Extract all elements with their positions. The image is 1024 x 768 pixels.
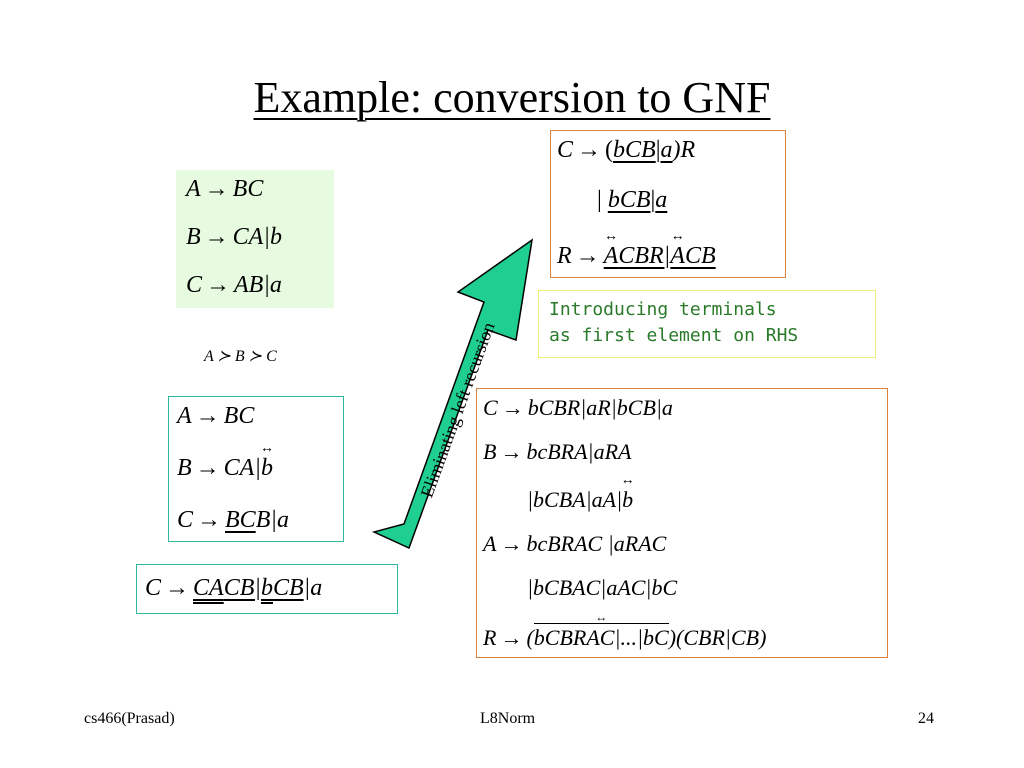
step1-line-2: B→CA|b — [177, 455, 273, 482]
lhs: C — [483, 395, 498, 420]
lhs: R — [557, 243, 572, 269]
underlined: bCB — [607, 187, 651, 213]
double-underlined: CA — [193, 575, 224, 601]
bar: | — [655, 137, 661, 163]
underlined: CBR| — [618, 243, 671, 269]
footer-left: cs466(Prasad) — [84, 710, 175, 727]
grammar-line-3: C→AB|a — [186, 272, 282, 299]
underlined: CB — [272, 575, 304, 601]
underlined: bCB — [613, 137, 656, 163]
note-line-2: as first element on RHS — [549, 325, 799, 346]
lhs: B — [177, 455, 192, 481]
rhs: BC — [232, 176, 264, 202]
paren: ( — [526, 625, 534, 650]
arrow-icon: → — [195, 403, 220, 429]
lhs: B — [186, 224, 201, 250]
reversed-terminal: b — [622, 487, 633, 513]
arrow-icon: → — [500, 439, 523, 464]
rhs: bCBR|aR|bCB|a — [527, 395, 673, 420]
underlined: CB| — [223, 575, 261, 601]
footer-center: L8Norm — [480, 710, 536, 727]
note-box: Introducing terminals as first element o… — [538, 290, 876, 358]
step1-line-3: C→BCB|a — [177, 507, 289, 534]
final-line-3: |bCBA|aA|b — [527, 487, 633, 513]
final-line-6: R→(bCBRAC|...|bC)(CBR|CB) — [483, 610, 767, 651]
arrow-icon: → — [165, 575, 190, 601]
step2-box: C→CACB|bCB|a — [136, 564, 398, 614]
arrow-icon: → — [204, 224, 229, 250]
arrow-icon: → — [500, 625, 523, 650]
rhs: CA|b — [232, 224, 282, 250]
bar: | — [597, 187, 602, 213]
slide-title: Example: conversion to GNF — [253, 73, 771, 122]
lhs: A — [177, 403, 192, 429]
final-box: C→bCBR|aR|bCB|a B→bcBRA|aRA |bCBA|aA|b A… — [476, 388, 888, 658]
arrow-icon: → — [575, 243, 600, 269]
rhs: AB|a — [234, 272, 282, 298]
reversed-nonterminal: A — [670, 243, 685, 270]
rhs: bcBRAC |aRAC — [526, 531, 667, 556]
arrow-icon: → — [195, 455, 220, 481]
rhs: BC — [223, 403, 255, 429]
rhs: )R — [672, 137, 696, 163]
step2-line: C→CACB|bCB|a — [145, 575, 322, 602]
recursion-line-3: R→ACBR|ACB — [557, 243, 716, 270]
overlined-group: bCBRAC|...|bC — [530, 610, 673, 651]
underlined: a — [655, 187, 668, 213]
grammar-line-2: B→CA|b — [186, 224, 282, 251]
final-line-2: B→bcBRA|aRA — [483, 439, 631, 465]
recursion-line-1: C→(bCB|a)R — [557, 137, 695, 164]
rhs: |a — [303, 575, 323, 601]
note-line-1: Introducing terminals — [549, 299, 777, 320]
lhs: R — [483, 625, 497, 650]
final-line-5: |bCBAC|aAC|bC — [527, 575, 677, 601]
rhs: bcBRA|aRA — [526, 439, 632, 464]
grammar-box: A→BC B→CA|b C→AB|a — [176, 170, 334, 308]
rhs: |bCBAC|aAC|bC — [527, 575, 678, 600]
final-line-4: A→bcBRAC |aRAC — [483, 531, 666, 557]
arrow-icon: → — [500, 531, 523, 556]
lhs: C — [145, 575, 162, 601]
arrow-icon: → — [501, 395, 524, 420]
reversed-nonterminal: A — [604, 243, 619, 270]
underlined: CB — [684, 243, 716, 269]
grammar-line-1: A→BC — [186, 176, 263, 203]
underlined-rhs: BC — [225, 507, 256, 533]
paren: ( — [605, 137, 614, 163]
arrow-icon: → — [204, 176, 229, 202]
double-underlined: b — [260, 575, 273, 601]
recursion-box: C→(bCB|a)R | bCB|a R→ACBR|ACB — [550, 130, 786, 278]
footer-right: 24 — [918, 710, 934, 727]
rhs: B|a — [255, 507, 289, 533]
lhs: A — [186, 176, 201, 202]
rhs: )(CBR|CB) — [668, 625, 767, 650]
lhs: A — [483, 531, 497, 556]
nonterminal-order: A ≻ B ≻ C — [204, 348, 277, 365]
lhs: C — [557, 137, 574, 163]
arrow-icon: → — [197, 507, 222, 533]
lhs: C — [186, 272, 203, 298]
final-line-1: C→bCBR|aR|bCB|a — [483, 395, 673, 421]
bar: | — [650, 187, 656, 213]
reversed-terminal: b — [261, 455, 273, 482]
lhs: C — [177, 507, 194, 533]
step1-line-1: A→BC — [177, 403, 254, 430]
lhs: B — [483, 439, 497, 464]
arrow-icon: → — [206, 272, 231, 298]
recursion-line-2: | bCB|a — [597, 187, 667, 214]
rhs: CA| — [223, 455, 261, 481]
step1-box: A→BC B→CA|b C→BCB|a — [168, 396, 344, 542]
arrow-icon: → — [577, 137, 602, 163]
rhs: |bCBA|aA| — [527, 487, 623, 512]
underlined: a — [660, 137, 673, 163]
